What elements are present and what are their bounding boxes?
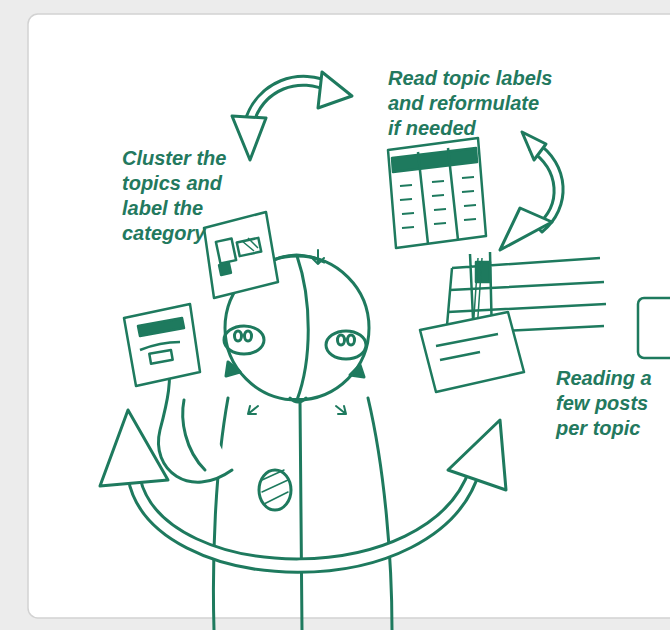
table: [388, 138, 486, 248]
step-label: Cluster the topics and label the categor…: [122, 146, 234, 246]
card: [124, 304, 200, 386]
panel: [28, 14, 670, 618]
card-bar: [138, 318, 184, 336]
head-line: [297, 256, 308, 400]
step-label: Reading a few posts per topic: [556, 366, 668, 441]
cycle-arrow: [100, 410, 506, 572]
eye: [245, 331, 252, 341]
post-line: [436, 334, 498, 360]
body-line: [213, 398, 228, 630]
arrow-head: [232, 116, 266, 160]
card-box: [219, 263, 231, 275]
patch: [259, 470, 291, 510]
table-text: [400, 177, 476, 228]
table-header: [392, 148, 477, 172]
eye: [338, 335, 345, 345]
arm: [183, 400, 205, 470]
mini-arrow: [248, 406, 258, 414]
arrow-head: [500, 208, 552, 250]
card-box: [216, 239, 236, 264]
eye: [348, 335, 355, 345]
mini-arrow: [336, 406, 346, 414]
nose: [226, 362, 240, 376]
nose: [350, 365, 364, 377]
card-box: [149, 350, 172, 364]
eye: [235, 331, 242, 341]
swap-arrow: [232, 72, 352, 160]
patch-hatch: [262, 470, 288, 504]
arrow-shaft: [128, 468, 480, 572]
eye-area: [224, 326, 264, 354]
eye-area: [326, 331, 366, 359]
post-card: [420, 312, 524, 392]
chin: [290, 398, 306, 402]
card-line: [140, 342, 180, 350]
hatch: [242, 238, 258, 251]
swap-arrow: [500, 132, 563, 250]
card-box: [237, 238, 261, 256]
arrow-head: [100, 410, 168, 486]
card: [204, 212, 278, 298]
arrow-head: [448, 420, 506, 490]
body-line: [300, 400, 302, 630]
step-label: Read topic labels and reformulate if nee…: [388, 66, 556, 141]
body-line: [368, 398, 392, 630]
arrow-head: [522, 132, 546, 160]
mini-arrow: [312, 250, 324, 264]
edge-box: [638, 298, 670, 358]
arrow-head: [318, 72, 352, 108]
